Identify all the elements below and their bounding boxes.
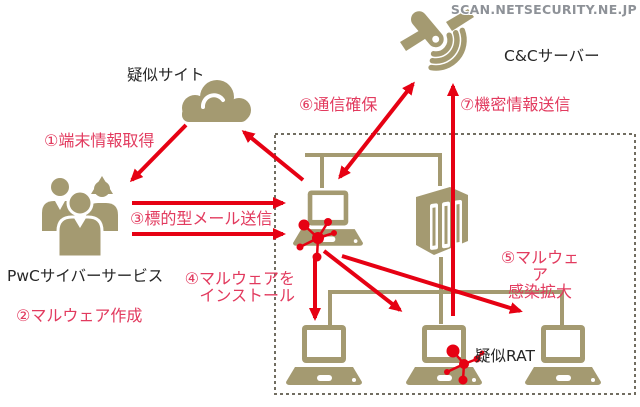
satellite-icon [400,9,474,71]
lan-laptop-left-icon [286,325,362,385]
step1-label: ①端末情報取得 [44,131,155,150]
attacker-team-label: PwCサイバーサービス [7,267,164,285]
lan-laptop-right-icon [525,325,601,385]
lan-laptop-middle-icon [406,325,482,385]
arrow-pc-to-site [241,130,305,182]
pseudo-rat-label: 疑似RAT [475,347,536,365]
step5-line2: 感染拡大 [507,282,572,301]
step7-label: ⑦機密情報送信 [460,95,571,114]
malware-molecule-icon [296,218,337,262]
arrow-terminal-info [129,123,188,183]
pseudo-site-label: 疑似サイト [127,66,205,84]
step5-label: ⑤マルウェア 感染拡大 [494,249,586,300]
step2-label: ②マルウェア作成 [16,306,143,325]
arrow-cc-channel [338,81,415,180]
attack-arrows [129,81,523,321]
step4-label: ④マルウェアを インストール [180,270,295,304]
step3-label: ③標的型メール送信 [130,209,273,228]
step4-line2: インストール [199,286,295,305]
cc-server-label: C&Cサーバー [504,47,600,65]
arrow-spread-right [341,254,523,314]
site-watermark: SCAN.NETSECURITY.NE.JP [450,2,637,17]
people-group-icon [42,176,118,259]
step4-line1: ④マルウェアを [184,269,295,288]
step6-label: ⑥通信確保 [299,95,378,114]
pseudo-rat-molecule-icon [444,344,485,385]
arrow-spread-middle [322,249,403,312]
step5-line1: ⑤マルウェア [500,248,580,284]
lan-lines [305,153,564,328]
cloud-icon [182,80,251,122]
server-icon [416,187,468,255]
